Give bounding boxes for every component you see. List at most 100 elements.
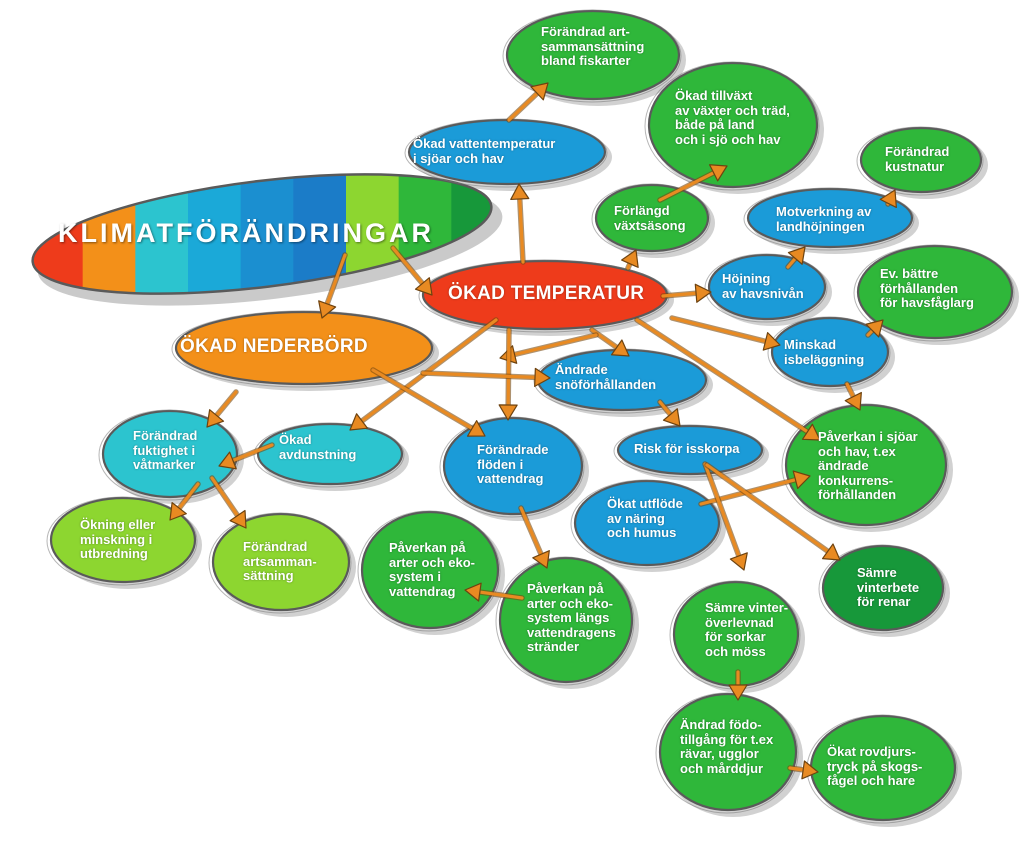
arrow-shaft [325,253,347,306]
arrow-head [801,423,821,441]
arrow-head [792,470,811,490]
node-sketch-outline [644,61,820,191]
arrow-shaft [421,371,537,380]
node-sketch-outline [495,556,635,686]
arrow-shaft [177,482,200,510]
arrow [787,760,819,780]
arrow-shaft [670,316,768,343]
node-okad-nederbord [174,310,434,386]
node-sketch-outline [591,183,711,255]
arrow-head [728,684,748,701]
arrow [510,183,530,265]
arrow [657,399,681,427]
arrow-shaft [705,463,830,553]
node-okat-utflode [573,479,721,567]
arrow [657,164,728,203]
arrow-shaft [391,246,425,286]
arrow-shaft [506,328,511,407]
node-label-forandrad-fuktighet: Förändrad fuktighet i våtmarker [133,428,198,473]
node-sketch-outline [171,310,435,388]
node-label-paverkan-vattendrag: Påverkan på arter och eko- system i vatt… [389,540,475,599]
arrow [518,505,550,569]
node-paverkan-sjoar-hav [784,403,948,527]
node-label-andrad-fodotillgang: Ändrad födo- tillgång för t.ex rävar, ug… [680,717,774,776]
arrow-head [169,502,187,521]
node-label-okad-avdunstning: Ökad avdunstning [279,432,357,462]
arrow-head [844,391,862,411]
node-label-okad-nederbord: ÖKAD NEDERBÖRD [180,336,368,357]
arrow-head [729,552,748,571]
node-label-risk-isskorpa: Risk för isskorpa [634,441,740,456]
node-sketch-outline [98,409,240,501]
arrow [660,283,712,303]
node-label-forandrad-artsammansattning-fisk: Förändrad art- sammansättning bland fisk… [541,24,645,69]
node-forlangd-vaxtsasong [594,183,710,253]
arrow-shaft [371,368,474,430]
arrow-head [610,339,630,357]
arrow [728,669,748,701]
node-label-hojning-havsnivan: Höjning av havsnivån [722,271,804,301]
arrow-head [621,249,639,268]
arrow-head [662,408,681,427]
arrow-head [218,451,237,470]
node-okad-tillvaxt [647,61,819,189]
node-label-motverkning-landhojningen: Motverkning av landhöjningen [776,204,872,234]
node-okning-minskning [49,496,197,584]
node-label-okad-temperatur: ÖKAD TEMPERATUR [448,283,645,304]
arrow [420,367,551,388]
arrow-head [879,189,897,209]
node-label-samre-vinterbete: Sämre vinterbete för renar [857,565,920,610]
node-sketch-outline [818,544,946,634]
arrow [506,82,549,123]
node-label-forandrad-artsammansattning: Förändrad artsamman- sättning [243,539,317,584]
arrow-head [498,404,518,421]
arrow-head [318,300,337,319]
node-label-okning-minskning: Ökning eller minskning i utbredning [80,517,156,562]
arrow-head [510,183,530,201]
node-sketch-outline [704,253,828,323]
node-label-paverkan-strander: Påverkan på arter och eko- system längs … [527,581,616,655]
arrow-shaft [210,476,240,518]
arrow [634,317,821,441]
arrow-head [821,543,841,561]
arrow-shaft [214,390,238,418]
arrow-head [694,283,712,303]
arrow-shaft [635,318,810,434]
arrow [206,389,239,428]
arrow [464,582,525,602]
title-outline [31,173,493,295]
node-label-forandrad-kustnatur: Förändrad kustnatur [885,144,950,174]
node-risk-isskorpa [616,424,764,476]
arrow-shaft [519,506,543,556]
arrow-head [787,246,806,265]
node-hojning-havsnivan [707,253,827,321]
arrow-shaft [703,462,741,558]
node-forandrad-kustnatur [859,126,983,194]
node-sketch-outline [208,512,352,614]
title-stripes [30,170,498,300]
node-minskad-isbelaggning [770,316,890,388]
node-label-minskad-isbelaggning: Minskad isbeläggning [784,337,865,367]
arrow-head [414,277,433,296]
node-sketch-outline [853,244,1015,342]
node-label-okad-tillvaxt: Ökad tillväxt av växter och träd, både p… [675,88,790,147]
node-label-okat-utflode: Ökat utflöde av näring och humus [607,496,683,541]
node-sketch-outline [743,187,915,251]
node-sketch-outline [570,479,722,569]
arrow-shaft [788,766,805,772]
node-label-samre-vinteroverlevnad: Sämre vinter- överlevnad för sorkar och … [705,600,789,659]
arrow-shaft [478,590,524,600]
title-text: KLIMATFÖRÄNDRINGAR [58,218,434,248]
node-sketch-outline [357,510,501,632]
node-sketch-outline [439,416,585,518]
node-okad-avdunstning [256,422,404,486]
arrow-head [708,164,728,182]
node-sketch-outline [781,403,949,529]
node-forandrad-fuktighet [101,409,239,499]
arrow-shaft [626,262,632,270]
node-label-forandrade-floden: Förändrade flöden i vattendrag [477,442,549,487]
arrow [844,381,862,411]
arrow [669,315,781,351]
